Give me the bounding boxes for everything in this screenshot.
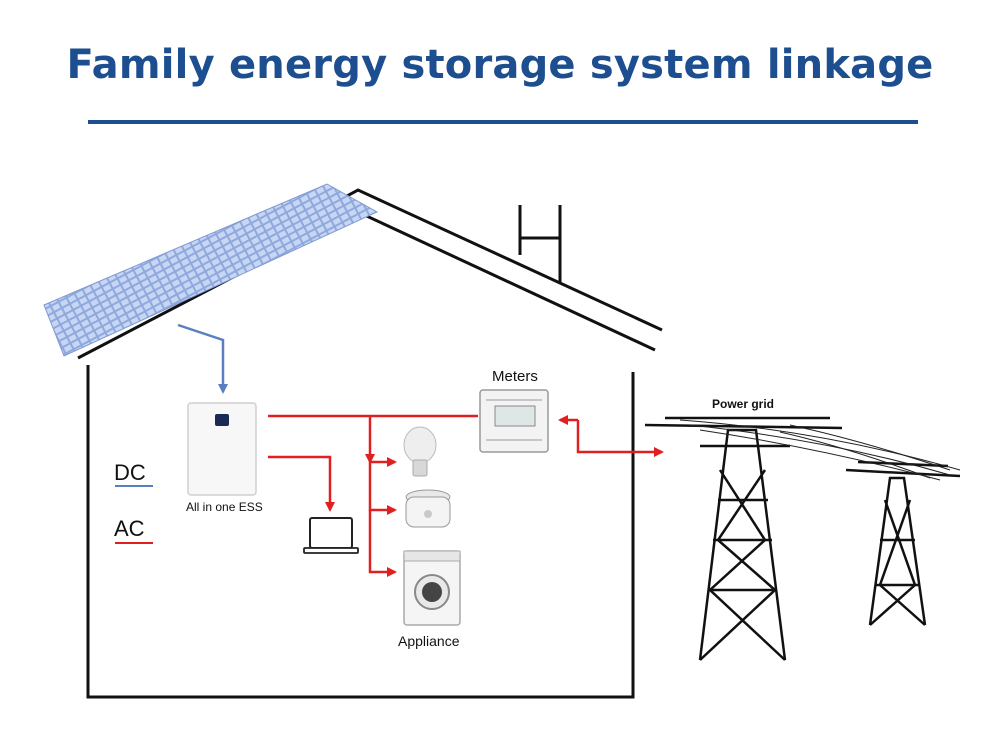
ess-label: All in one ESS	[186, 500, 263, 514]
laptop-icon	[303, 517, 359, 554]
meters-label: Meters	[492, 368, 538, 385]
power-tower-icon	[644, 416, 961, 661]
washing-machine-icon	[403, 550, 461, 626]
ac-wiring	[268, 414, 664, 577]
title-underline	[88, 120, 918, 124]
rice-cooker-icon	[405, 489, 451, 528]
dc-connection-line	[177, 323, 228, 394]
energy-meter-icon	[479, 389, 549, 453]
light-bulb-icon	[403, 426, 437, 477]
power-grid-label: Power grid	[712, 397, 775, 411]
solar-panel-icon	[43, 183, 379, 357]
ac-label: AC	[114, 516, 145, 541]
page-title: Family energy storage system linkage	[66, 42, 934, 88]
ess-battery-icon	[187, 402, 257, 496]
dc-label: DC	[114, 460, 146, 485]
power-lines	[679, 419, 961, 481]
appliance-label: Appliance	[398, 633, 460, 649]
